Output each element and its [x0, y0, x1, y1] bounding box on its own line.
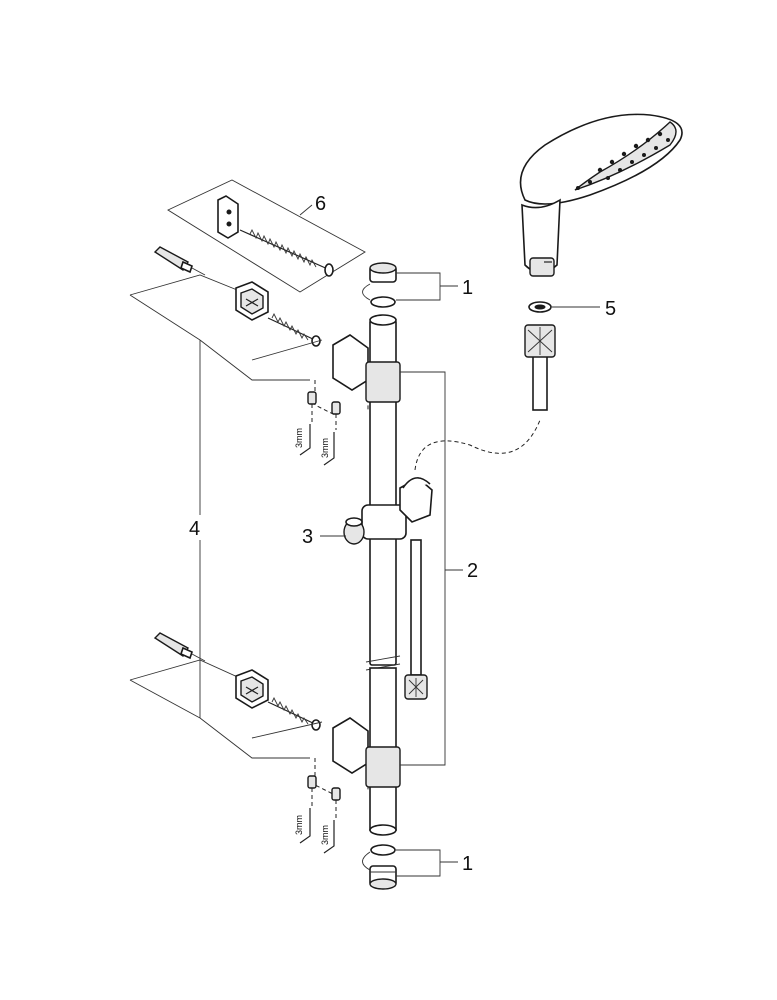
bracket-icon	[235, 281, 269, 321]
dowel-icon	[153, 632, 193, 660]
screw-icon	[267, 312, 321, 347]
screw-icon	[239, 228, 334, 277]
wrench-size-label: 3mm	[320, 825, 330, 845]
lower-fixing-group: 3mm 3mm	[129, 632, 369, 854]
callout-3: 3	[302, 526, 313, 548]
slider-icon	[343, 477, 433, 545]
callout-5: 5	[605, 298, 616, 320]
wrench-size-label: 3mm	[320, 438, 330, 458]
wrench-size-label: 3mm	[294, 815, 304, 835]
o-ring-icon	[528, 301, 552, 313]
hex-key-icon	[299, 391, 341, 466]
shower-head-icon	[519, 113, 683, 277]
template-plate-icon	[217, 195, 239, 239]
o-ring-icon	[370, 296, 396, 308]
o-ring-icon	[370, 844, 396, 856]
upper-fixing-group: 3mm 3mm	[129, 246, 369, 466]
end-cap-icon	[369, 865, 397, 890]
wrench-size-label: 3mm	[294, 428, 304, 448]
callout-1-top: 1	[462, 277, 473, 299]
hose-icon	[404, 324, 556, 700]
end-cap-icon	[369, 262, 397, 283]
hex-key-icon	[299, 775, 341, 854]
callout-1-bottom: 1	[462, 853, 473, 875]
bracket-icon	[235, 669, 269, 709]
dowel-icon	[153, 246, 193, 274]
callout-2: 2	[467, 560, 478, 582]
callout-6: 6	[315, 193, 326, 215]
slide-rail-icon	[332, 314, 401, 836]
callout-4: 4	[189, 518, 200, 540]
template-kit-box	[167, 179, 366, 293]
screw-icon	[267, 696, 321, 731]
